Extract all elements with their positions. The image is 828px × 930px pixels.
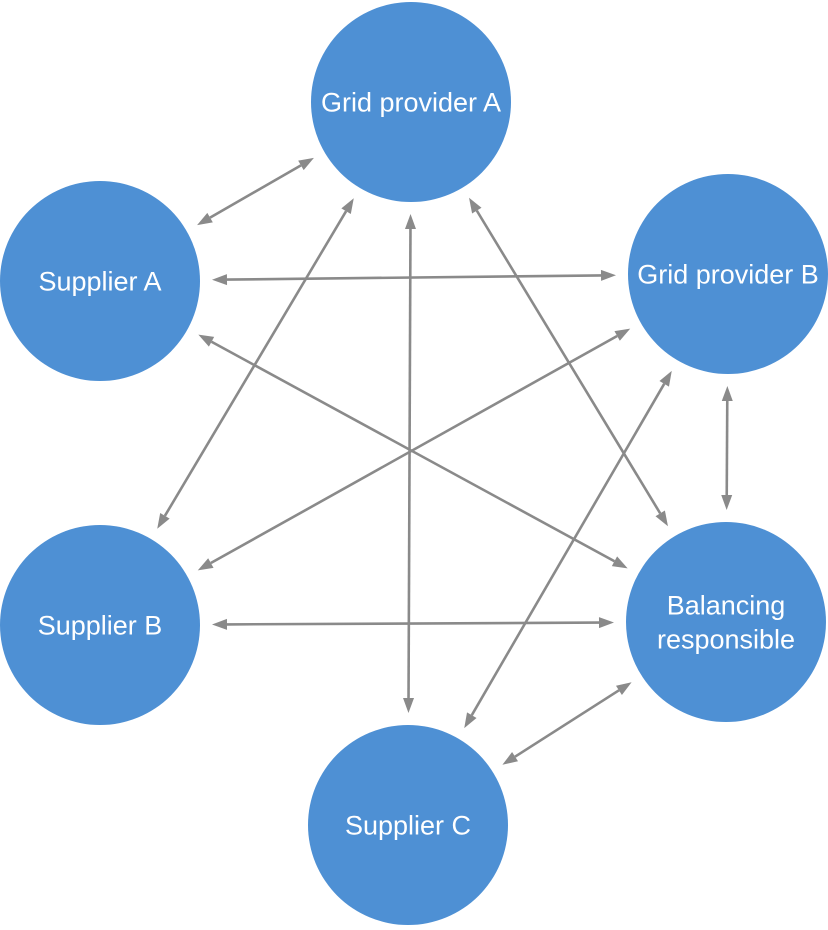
arrowhead-icon [469, 197, 482, 214]
node-supplier-b: Supplier B [0, 525, 200, 725]
grid-provider-b-label: Grid provider B [637, 260, 819, 290]
supplier-c-circle [308, 725, 508, 925]
arrowhead-icon [502, 752, 519, 765]
arrowhead-icon [197, 212, 213, 226]
supplier-a-label: Supplier A [38, 267, 161, 297]
balancing-responsible-circle [626, 522, 826, 722]
arrowhead-icon [598, 617, 615, 629]
edge-supplier-b-grid-provider-a [157, 198, 354, 529]
node-grid-provider-a: Grid provider A [311, 2, 511, 202]
grid-provider-a-circle [311, 2, 511, 202]
grid-provider-a-label: Grid provider A [321, 88, 501, 118]
arrowhead-icon [211, 618, 228, 630]
supplier-b-label: Supplier B [38, 611, 163, 641]
edge-layer [157, 157, 733, 765]
arrowhead-icon [211, 274, 228, 286]
edge-supplier-c-grid-provider-a [403, 213, 416, 714]
arrowhead-icon [655, 510, 668, 527]
arrowhead-icon [614, 328, 631, 341]
edge-grid-provider-a-balancing-responsible [469, 197, 668, 527]
arrowhead-icon [464, 712, 477, 729]
arrowhead-icon [198, 334, 215, 347]
edge-supplier-c-grid-provider-b [464, 370, 672, 729]
arrowhead-icon [341, 198, 354, 214]
node-supplier-c: Supplier C [308, 725, 508, 925]
edge-grid-provider-b-balancing-responsible [721, 385, 733, 511]
arrowhead-icon [403, 697, 415, 714]
edge-supplier-b-balancing-responsible [211, 617, 615, 630]
arrowhead-icon [197, 558, 214, 571]
arrowhead-icon [298, 157, 314, 171]
supplier-c-label: Supplier C [345, 811, 471, 841]
arrowhead-icon [615, 682, 632, 695]
edge-supplier-b-grid-provider-b [197, 328, 631, 571]
edge-supplier-a-grid-provider-b [211, 269, 617, 286]
edge-line [514, 689, 620, 758]
edge-line [470, 383, 666, 716]
node-supplier-a: Supplier A [0, 181, 200, 381]
edge-line [407, 228, 412, 699]
edge-supplier-c-balancing-responsible [502, 682, 632, 765]
arrowhead-icon [404, 213, 416, 230]
edge-line [163, 210, 348, 517]
node-grid-provider-b: Grid provider B [628, 174, 828, 374]
edge-line [226, 274, 602, 281]
edge-line [226, 621, 600, 626]
edge-line [209, 164, 302, 219]
edge-supplier-a-grid-provider-a [197, 157, 314, 226]
edge-line [725, 400, 729, 496]
arrowhead-icon [611, 556, 628, 569]
supplier-a-circle [0, 181, 200, 381]
arrowhead-icon [721, 494, 733, 511]
arrowhead-icon [157, 513, 170, 529]
supplier-b-circle [0, 525, 200, 725]
grid-provider-b-circle [628, 174, 828, 374]
arrowhead-icon [721, 385, 733, 402]
edge-line [210, 334, 618, 565]
arrowhead-icon [659, 370, 672, 387]
edge-line [475, 209, 662, 515]
arrowhead-icon [600, 269, 617, 281]
